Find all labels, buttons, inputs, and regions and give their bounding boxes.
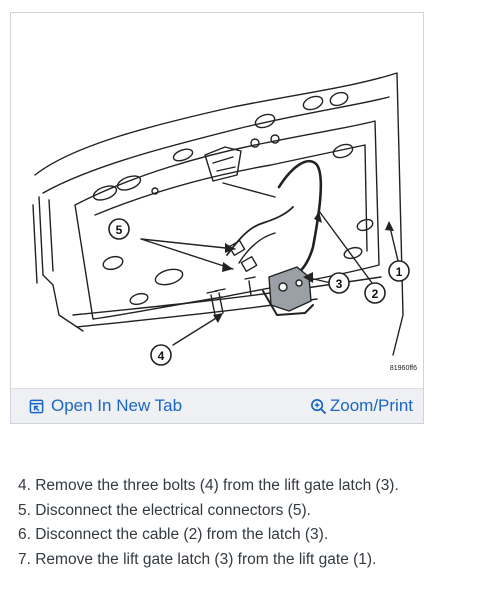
callout-2-circle bbox=[364, 282, 386, 304]
open-in-new-tab-label: Open In New Tab bbox=[51, 396, 183, 415]
zoom-print-link[interactable]: Zoom/Print bbox=[310, 395, 413, 417]
callout-5-circle bbox=[108, 218, 130, 240]
instruction-step: 7. Remove the lift gate latch (3) from t… bbox=[18, 550, 377, 568]
figure-code: 81960ff6 bbox=[390, 365, 417, 372]
callout-5-label: 5 bbox=[116, 223, 123, 237]
instruction-list: 4. Remove the three bolts (4) from the l… bbox=[18, 474, 399, 572]
instruction-step: 6. Disconnect the cable (2) from the lat… bbox=[18, 526, 329, 543]
open-new-tab-icon bbox=[29, 399, 44, 413]
figure-toolbar: Open In New Tab Zoom/Print bbox=[11, 388, 423, 423]
open-in-new-tab-link[interactable]: Open In New Tab bbox=[29, 395, 182, 417]
instruction-step: 5. Disconnect the electrical connectors … bbox=[18, 501, 311, 519]
callout-4-circle bbox=[150, 344, 172, 366]
callout-3-label: 3 bbox=[336, 277, 343, 291]
callout-1-circle bbox=[388, 260, 410, 282]
instruction-step: 4. Remove the three bolts (4) from the l… bbox=[18, 477, 399, 494]
callout-2-label: 2 bbox=[372, 287, 379, 301]
callout-4-label: 4 bbox=[158, 349, 165, 363]
callout-3-circle bbox=[328, 272, 350, 294]
latch-diagram[interactable]: 1 2 3 4 5 81960ff6 bbox=[13, 15, 421, 391]
zoom-print-label: Zoom/Print bbox=[329, 396, 413, 415]
zoom-magnifier-icon bbox=[310, 398, 327, 414]
callout-1-label: 1 bbox=[396, 265, 403, 279]
figure-card: 1 2 3 4 5 81960ff6 Open In New Tab bbox=[10, 12, 424, 424]
